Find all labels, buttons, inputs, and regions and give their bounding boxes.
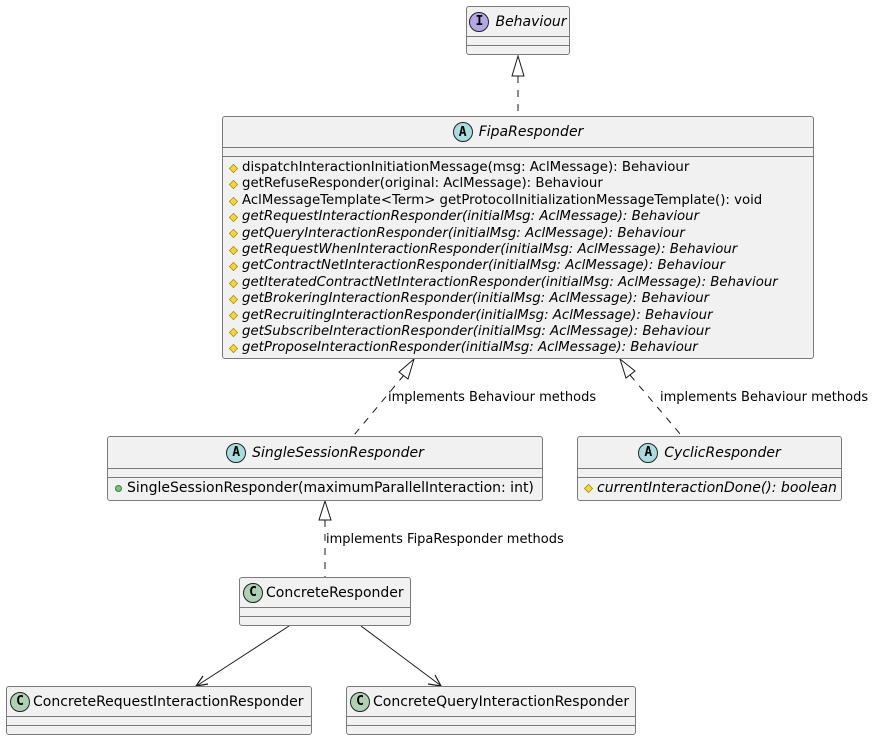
class-header: A FipaResponder: [223, 117, 813, 147]
association-concrete-query: [360, 625, 443, 687]
class-single-session-responder[interactable]: A SingleSessionResponder SingleSessionRe…: [107, 436, 543, 501]
class-concrete-responder[interactable]: C ConcreteResponder: [239, 577, 411, 626]
class-icon: C: [10, 691, 30, 712]
protected-icon: [228, 229, 239, 239]
class-name: FipaResponder: [478, 124, 584, 140]
method-item: SingleSessionResponder(maximumParallelIn…: [114, 480, 537, 496]
protected-icon: [228, 311, 239, 321]
class-name: ConcreteQueryInteractionResponder: [373, 693, 630, 710]
method-item: getRequestInteractionResponder(initialMs…: [228, 209, 808, 225]
methods-section: SingleSessionResponder(maximumParallelIn…: [108, 477, 542, 500]
realization-concrete-singlesession: [318, 499, 332, 577]
method-item: getProposeInteractionResponder(initialMs…: [228, 340, 808, 356]
method-item: getIteratedContractNetInteractionRespond…: [228, 275, 808, 291]
protected-icon: [228, 294, 239, 305]
interface-icon: I: [469, 11, 490, 32]
protected-icon: [228, 163, 239, 173]
methods-section: [467, 45, 569, 54]
fields-section: [467, 36, 569, 45]
edge-label-cyclic: implements Behaviour methods: [660, 390, 869, 405]
protected-icon: [228, 262, 239, 272]
methods-section: [7, 725, 311, 734]
methods-section: [240, 616, 410, 625]
method-item: dispatchInteractionInitiationMessage(msg…: [228, 160, 808, 176]
method-item: currentInteractionDone(): boolean: [583, 480, 837, 496]
fields-section: [108, 468, 542, 477]
class-header: C ConcreteRequestInteractionResponder: [7, 687, 311, 716]
fields-section: [347, 716, 635, 725]
method-item: AclMessageTemplate<Term> getProtocolInit…: [228, 193, 808, 209]
class-header: A CyclicResponder: [578, 437, 841, 468]
abstract-class-icon: A: [452, 122, 473, 142]
abstract-class-icon: A: [226, 442, 247, 463]
methods-section: dispatchInteractionInitiationMessage(msg…: [223, 156, 813, 361]
protected-icon: [228, 327, 239, 337]
method-item: getContractNetInteractionResponder(initi…: [228, 258, 808, 274]
fields-section: [578, 468, 841, 477]
class-icon: C: [243, 582, 263, 603]
class-concrete-request-interaction-responder[interactable]: C ConcreteRequestInteractionResponder: [6, 686, 312, 735]
association-concrete-request: [194, 625, 290, 687]
realization-cyclic-fiparesponder: [619, 357, 682, 436]
protected-icon: [228, 245, 239, 255]
class-fipa-responder[interactable]: A FipaResponder dispatchInteractionIniti…: [222, 116, 814, 359]
class-header: C ConcreteQueryInteractionResponder: [347, 687, 635, 716]
method-item: getSubscribeInteractionResponder(initial…: [228, 324, 808, 340]
class-name: SingleSessionResponder: [252, 444, 424, 461]
abstract-class-icon: A: [638, 442, 659, 463]
class-name: ConcreteRequestInteractionResponder: [33, 693, 304, 710]
class-behaviour[interactable]: I Behaviour: [466, 6, 570, 55]
class-name: Behaviour: [495, 13, 567, 30]
class-header: C ConcreteResponder: [240, 578, 410, 607]
method-item: getRefuseResponder(original: AclMessage)…: [228, 176, 808, 192]
class-header: I Behaviour: [467, 7, 569, 36]
class-concrete-query-interaction-responder[interactable]: C ConcreteQueryInteractionResponder: [346, 686, 636, 735]
class-icon: C: [350, 691, 370, 712]
edge-label-concrete: implements FipaResponder methods: [326, 532, 564, 547]
fields-section: [240, 607, 410, 616]
method-item: getQueryInteractionResponder(initialMsg:…: [228, 226, 808, 242]
protected-icon: [228, 180, 239, 190]
class-cyclic-responder[interactable]: A CyclicResponder currentInteractionDone…: [577, 436, 842, 501]
method-item: getRequestWhenInteractionResponder(initi…: [228, 242, 808, 258]
fields-section: [7, 716, 311, 725]
methods-section: currentInteractionDone(): boolean: [578, 477, 841, 500]
methods-section: [347, 725, 635, 734]
class-header: A SingleSessionResponder: [108, 437, 542, 468]
class-name: ConcreteResponder: [266, 584, 404, 601]
realization-fiparesponder-behaviour: [511, 54, 525, 116]
protected-icon: [228, 278, 239, 288]
protected-icon: [228, 344, 239, 354]
class-name: CyclicResponder: [664, 444, 781, 461]
edge-label-singlesession: implements Behaviour methods: [388, 390, 597, 405]
public-icon: [115, 484, 122, 492]
protected-icon: [228, 212, 239, 223]
protected-icon: [583, 483, 594, 493]
protected-icon: [228, 196, 239, 206]
method-item: getBrokeringInteractionResponder(initial…: [228, 291, 808, 307]
fields-section: [223, 147, 813, 156]
method-item: getRecruitingInteractionResponder(initia…: [228, 308, 808, 324]
realization-singlesession-fiparesponder: [353, 357, 415, 436]
